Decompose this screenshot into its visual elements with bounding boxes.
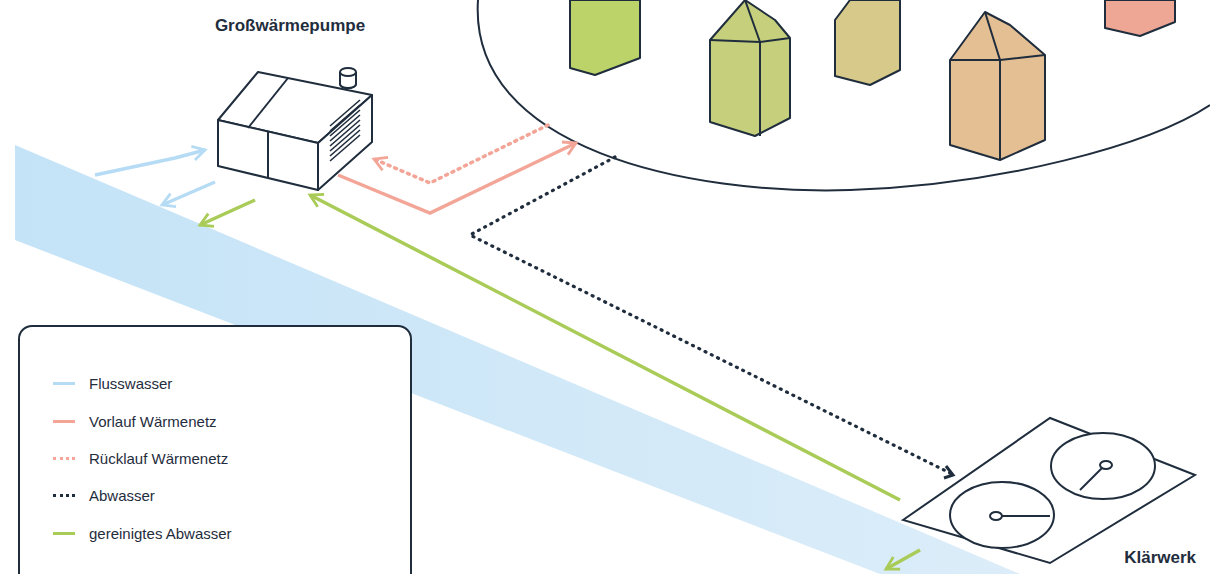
legend-text: gereinigtes Abwasser [89, 525, 232, 542]
return-line [374, 125, 548, 183]
legend-text: Vorlauf Wärmenetz [89, 413, 217, 430]
treatment-plant [903, 418, 1195, 563]
river-water-inflow [95, 150, 205, 175]
legend-item: Vorlauf Wärmenetz [53, 411, 217, 431]
legend-swatch [53, 494, 75, 497]
plant-outflow [886, 550, 920, 569]
clean-water-outflow [200, 200, 255, 225]
legend-text: Abwasser [89, 487, 155, 504]
houses [570, 0, 1175, 160]
legend-text: Flusswasser [89, 375, 172, 392]
legend-item: gereinigtes Abwasser [53, 523, 232, 543]
node-label: Großwärmepumpe [215, 16, 365, 36]
settlement-outline [478, 0, 1210, 190]
legend-swatch [53, 420, 75, 423]
heat-pump-node: Großwärmepumpe [190, 12, 390, 195]
legend-swatch [53, 382, 75, 385]
wastewater-arrowhead [944, 466, 953, 478]
supply-line [338, 143, 576, 213]
legend-swatch [53, 457, 75, 460]
treatment-plant-node: Klärwerk [900, 412, 1202, 572]
legend-swatch [53, 532, 75, 535]
legend-text: Rücklauf Wärmenetz [89, 450, 228, 467]
river-water-outflow [162, 182, 215, 205]
vent-grille [330, 100, 360, 161]
node-label: Klärwerk [1124, 548, 1196, 568]
legend-item: Rücklauf Wärmenetz [53, 448, 228, 468]
legend-item: Abwasser [53, 485, 155, 505]
heat-pump-machine [218, 68, 372, 190]
legend-item: Flusswasser [53, 373, 172, 393]
legend-box: FlusswasserVorlauf WärmenetzRücklauf Wär… [18, 325, 412, 574]
